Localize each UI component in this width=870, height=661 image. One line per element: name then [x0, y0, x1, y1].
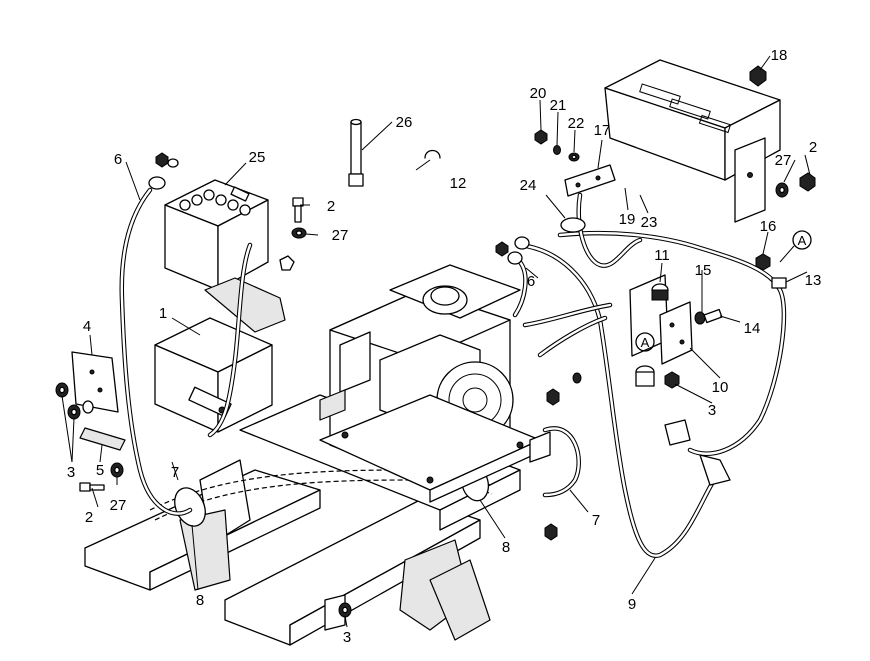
callout-14: 14 — [744, 320, 761, 337]
callout-19: 19 — [619, 211, 636, 228]
callout-3-left: 3 — [67, 464, 75, 481]
callout-1: 1 — [159, 305, 167, 322]
callout-6-right: 6 — [527, 273, 535, 290]
connection-markers: A A — [635, 230, 812, 352]
callout-labels: 1 2 2 2 3 3 3 4 5 6 6 7 7 8 8 9 10 11 12… — [67, 47, 822, 646]
callout-2-right: 2 — [809, 139, 817, 156]
callout-3-bottom: 3 — [343, 629, 351, 646]
relay-plate — [629, 274, 693, 387]
callout-27-lower-left: 27 — [110, 497, 127, 514]
marker-a-upper: A — [798, 233, 807, 248]
hardware — [55, 65, 816, 618]
callout-22: 22 — [568, 115, 585, 132]
battery — [164, 179, 269, 291]
callout-5: 5 — [96, 462, 104, 479]
callout-2-lower-left: 2 — [85, 509, 93, 526]
callout-8-right: 8 — [502, 539, 510, 556]
callout-6-left: 6 — [114, 151, 122, 168]
callout-24: 24 — [520, 177, 537, 194]
callout-13: 13 — [805, 272, 822, 289]
battery-holder — [71, 351, 126, 451]
callout-7-right: 7 — [592, 512, 600, 529]
callout-4: 4 — [83, 318, 91, 335]
callout-15: 15 — [695, 262, 712, 279]
callout-25: 25 — [249, 149, 266, 166]
wire-harness — [119, 187, 787, 558]
callout-18: 18 — [771, 47, 788, 64]
callout-12: 12 — [450, 175, 467, 192]
callout-3-right: 3 — [708, 402, 716, 419]
callout-21: 21 — [550, 97, 567, 114]
callout-17: 17 — [594, 122, 611, 139]
callout-27-right: 27 — [775, 152, 792, 169]
marker-a-lower: A — [641, 335, 650, 350]
callout-27-battery: 27 — [332, 227, 349, 244]
battery-tray — [154, 277, 286, 433]
callout-16: 16 — [760, 218, 777, 235]
switch-bracket — [564, 164, 616, 197]
callout-23: 23 — [641, 214, 658, 231]
callout-26: 26 — [396, 114, 413, 131]
engine — [319, 264, 551, 503]
callout-9: 9 — [628, 596, 636, 613]
callout-20: 20 — [530, 85, 547, 102]
leader-lines — [61, 55, 811, 628]
panel-bracket — [604, 59, 781, 223]
callout-7-left: 7 — [171, 464, 179, 481]
callout-2-battery-bolt: 2 — [327, 198, 335, 215]
callout-8-left: 8 — [196, 592, 204, 609]
callout-10: 10 — [712, 379, 729, 396]
callout-11: 11 — [654, 247, 670, 264]
